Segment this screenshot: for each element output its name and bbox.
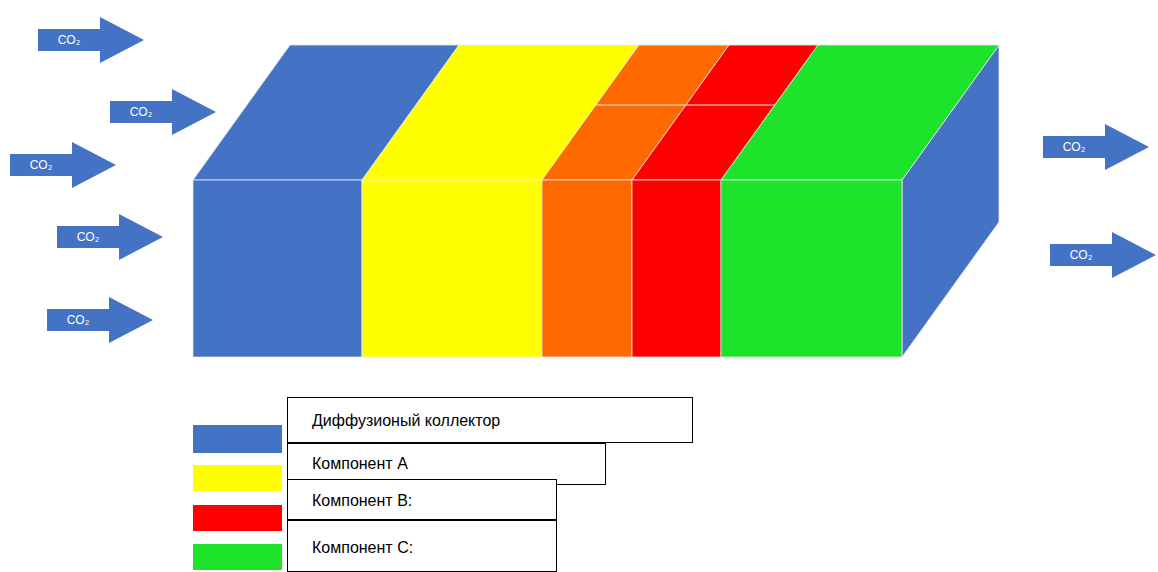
co2-arrow: CO₂ — [38, 17, 144, 63]
arrow-shape — [1050, 232, 1156, 278]
co2-arrow: CO₂ — [47, 297, 153, 343]
arrow-shape — [110, 89, 216, 135]
arrow-polygon — [1043, 124, 1149, 170]
arrow-label: CO₂ — [47, 309, 109, 331]
arrow-polygon — [10, 142, 116, 188]
legend-label-box: Компонент С: — [287, 520, 557, 572]
arrow-shape — [1043, 124, 1149, 170]
arrow-label: CO₂ — [38, 29, 100, 51]
legend-swatch — [193, 425, 282, 453]
arrow-label: CO₂ — [1050, 244, 1112, 266]
arrow-shape — [47, 297, 153, 343]
arrow-polygon — [38, 17, 144, 63]
co2-arrow: CO₂ — [1050, 232, 1156, 278]
arrow-label: CO₂ — [1043, 136, 1105, 158]
co2-arrow: CO₂ — [10, 142, 116, 188]
collector-front — [193, 180, 362, 357]
legend-text: Диффузионый коллектор — [312, 412, 500, 430]
arrow-shape — [10, 142, 116, 188]
legend-swatch — [193, 544, 282, 570]
arrow-shape — [38, 17, 144, 63]
orange-layer-front — [542, 180, 632, 357]
legend-text: Компонент С: — [312, 539, 413, 557]
arrow-label: CO₂ — [57, 226, 119, 248]
legend-label-box: Компонент В: — [287, 479, 557, 520]
co2-arrow: CO₂ — [110, 89, 216, 135]
arrow-polygon — [1050, 232, 1156, 278]
component-c-front — [721, 180, 902, 357]
legend-swatch — [193, 465, 282, 491]
arrow-polygon — [57, 214, 163, 260]
arrow-shape — [57, 214, 163, 260]
arrow-polygon — [110, 89, 216, 135]
co2-arrow: CO₂ — [1043, 124, 1149, 170]
component-a-front — [362, 180, 542, 357]
top-divider-line — [596, 105, 775, 106]
component-b-front — [632, 180, 721, 357]
legend-text: Компонент А — [312, 455, 408, 473]
legend-label-box: Диффузионый коллектор — [287, 397, 693, 443]
legend-text: Компонент В: — [312, 492, 412, 510]
arrow-label: CO₂ — [110, 101, 172, 123]
component-c-top — [721, 45, 999, 180]
co2-arrow: CO₂ — [57, 214, 163, 260]
legend-swatch — [193, 505, 282, 531]
arrow-polygon — [47, 297, 153, 343]
arrow-label: CO₂ — [10, 154, 72, 176]
